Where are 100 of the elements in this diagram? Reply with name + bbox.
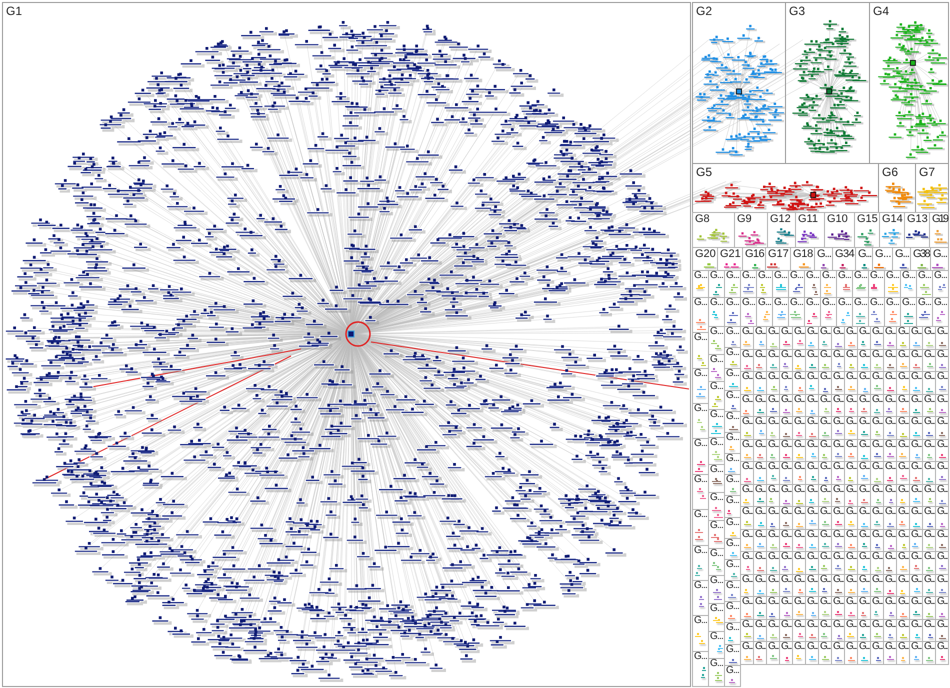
group-label: G... [886, 298, 899, 308]
group-label: G... [710, 659, 723, 669]
group-label: G... [937, 642, 947, 652]
group-label: G... [755, 620, 765, 630]
group-label: G... [817, 249, 832, 260]
group-panel [909, 461, 923, 485]
group-label: G... [820, 507, 830, 517]
group-panel [792, 349, 806, 372]
group-label: G... [838, 298, 851, 308]
group-panel [844, 484, 858, 507]
group-panel [756, 270, 773, 298]
group-panel [857, 574, 871, 597]
group-label: G... [694, 333, 707, 343]
group-panel [766, 574, 780, 597]
group-label: G... [846, 552, 856, 562]
group-label: G1 [6, 5, 22, 17]
group-panel [909, 394, 923, 417]
group-panel [935, 461, 949, 485]
group-label: G... [794, 327, 804, 337]
group-panel [805, 416, 819, 440]
group-panel [818, 371, 832, 395]
group-label: G... [807, 350, 817, 360]
group-panel [844, 619, 858, 642]
group-label: G... [710, 604, 723, 614]
group-panel [805, 439, 819, 462]
group-panel [724, 559, 741, 581]
group-panel [909, 596, 923, 620]
group-label: G... [833, 372, 843, 382]
group-label: G... [768, 552, 778, 562]
group-label: G... [807, 485, 817, 495]
group-label: G... [742, 552, 752, 562]
group-panel [766, 326, 780, 350]
group-label: G... [911, 620, 921, 630]
group-panel [870, 551, 884, 575]
group-label: G... [937, 372, 947, 382]
group-label: G... [781, 440, 791, 450]
group-panel [792, 529, 806, 552]
group-panel [740, 297, 757, 327]
group-label: G... [794, 575, 804, 585]
group-label: G... [694, 298, 707, 308]
group-panel [779, 326, 793, 350]
group-label: G... [937, 485, 947, 495]
group-label: G15 [857, 214, 878, 225]
group-label: G... [898, 597, 908, 607]
group-label: G... [872, 530, 882, 540]
group-label: G... [859, 552, 869, 562]
group-panel [779, 371, 793, 395]
group-panel [692, 212, 735, 248]
group-label: G... [726, 623, 739, 633]
group-panel [896, 439, 910, 462]
group-panel [779, 439, 793, 462]
group-label: G... [710, 327, 723, 337]
group-panel [922, 326, 936, 350]
group-panel [724, 622, 741, 645]
group-panel [870, 596, 884, 620]
group-panel [805, 529, 819, 552]
group-label: G... [694, 616, 707, 626]
group-label: G... [710, 355, 723, 365]
group-panel [753, 574, 767, 597]
group-panel [870, 484, 884, 507]
group-label: G... [820, 575, 830, 585]
group-label: G... [859, 327, 869, 337]
group-panel [792, 394, 806, 417]
group-label: G... [838, 271, 851, 281]
group-label: G... [726, 539, 739, 549]
group-panel [896, 574, 910, 597]
group-label: G... [902, 298, 915, 308]
group-label: G... [934, 298, 947, 308]
group-label: G... [885, 327, 895, 337]
group-panel [857, 439, 871, 462]
group-label: G... [924, 327, 934, 337]
group-label: G... [726, 496, 739, 506]
group-panel [692, 615, 709, 652]
group-label: G... [911, 642, 921, 652]
group-panel [692, 368, 709, 404]
group-label: G... [820, 350, 830, 360]
group-label: G... [742, 395, 752, 405]
group-panel [922, 641, 936, 665]
group-label: G... [790, 298, 803, 308]
group-panel [935, 551, 949, 575]
group-panel [692, 474, 709, 510]
group-label: G19 [932, 214, 948, 225]
group-label: G... [937, 597, 947, 607]
group-panel [724, 495, 741, 518]
group-label: G... [781, 597, 791, 607]
group-label: G... [924, 552, 934, 562]
group-panel [896, 619, 910, 642]
group-panel [935, 506, 949, 530]
group-panel [935, 484, 949, 507]
group-label: G... [781, 642, 791, 652]
group-panel [870, 529, 884, 552]
group-panel [922, 371, 936, 395]
group-panel [708, 381, 725, 410]
group-panel [767, 212, 796, 248]
group-panel [724, 580, 741, 602]
group-label: G... [710, 410, 723, 420]
group-label: G... [794, 507, 804, 517]
group-label: G... [846, 507, 856, 517]
group-label: G16 [745, 249, 764, 260]
group-panel [820, 270, 837, 298]
